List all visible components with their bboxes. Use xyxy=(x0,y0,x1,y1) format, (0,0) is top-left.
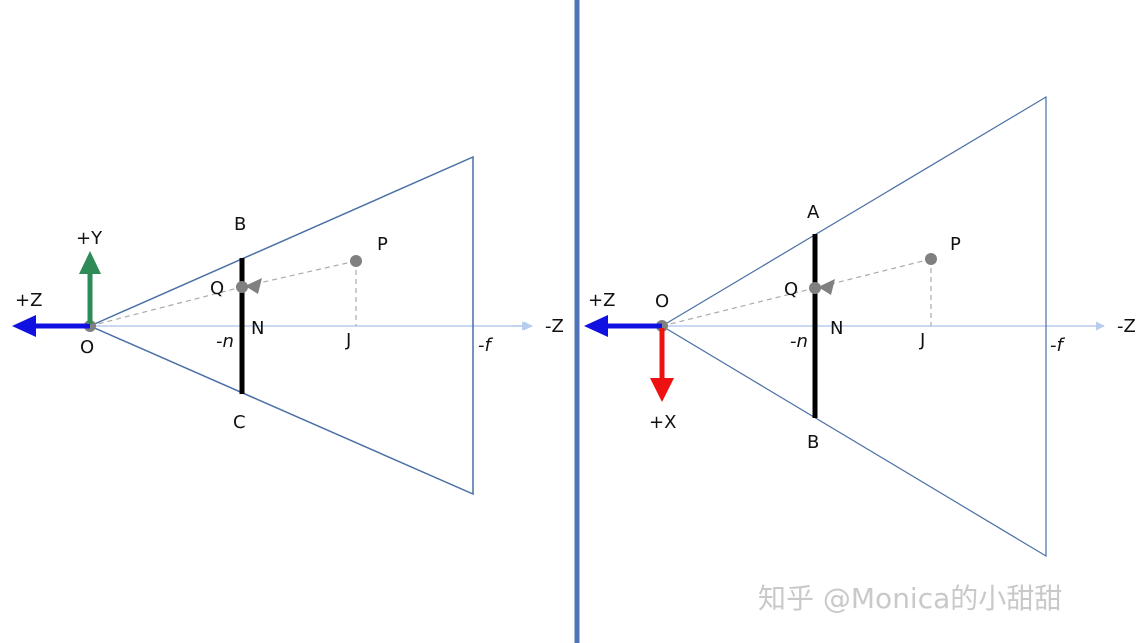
right-panel: +Z O +X A B Q N -n P J -f -Z xyxy=(584,95,1136,558)
right-label-n: N xyxy=(830,318,843,339)
right-label-a: A xyxy=(807,202,820,223)
watermark-text: 知乎 @Monica的小甜甜 xyxy=(758,582,1062,615)
left-label-near: -n xyxy=(216,331,234,352)
right-label-pos-x: +X xyxy=(649,412,676,433)
right-z-arrowhead xyxy=(584,315,608,337)
right-projection-ray-pq xyxy=(818,258,932,288)
left-label-far: -f xyxy=(478,335,493,356)
left-z-arrowhead xyxy=(12,315,36,337)
left-label-pos-z: +Z xyxy=(15,290,42,311)
right-label-p: P xyxy=(950,234,961,255)
left-frustum xyxy=(88,155,474,496)
right-point-q xyxy=(809,282,821,294)
right-label-j: J xyxy=(919,330,925,351)
right-label-near: -n xyxy=(790,331,808,352)
right-label-q: Q xyxy=(784,279,798,300)
left-label-p: P xyxy=(377,234,388,255)
left-label-neg-z: -Z xyxy=(545,316,564,337)
right-x-arrowhead xyxy=(650,378,674,402)
left-projection-ray-pq xyxy=(245,260,357,287)
left-ray-arrowhead xyxy=(245,278,262,294)
right-label-far: -f xyxy=(1050,335,1065,356)
right-label-pos-z: +Z xyxy=(588,290,615,311)
right-label-b: B xyxy=(807,432,819,453)
right-label-origin: O xyxy=(655,291,669,312)
left-label-pos-y: +Y xyxy=(76,228,103,249)
right-frustum xyxy=(660,95,1047,558)
right-point-p xyxy=(925,253,937,265)
left-label-q: Q xyxy=(210,278,224,299)
right-ray-arrowhead xyxy=(818,279,835,295)
left-label-c: C xyxy=(233,412,246,433)
right-label-neg-z: -Z xyxy=(1117,316,1136,337)
left-y-arrowhead xyxy=(79,251,101,274)
left-label-j: J xyxy=(345,330,351,351)
left-label-b: B xyxy=(234,214,246,235)
left-projection-ray xyxy=(89,286,243,327)
left-panel: +Y +Z O B C Q N -n P J -f -Z xyxy=(12,155,564,496)
left-label-n: N xyxy=(251,318,264,339)
left-label-origin: O xyxy=(80,337,94,358)
left-point-q xyxy=(236,281,248,293)
left-point-p xyxy=(350,255,362,267)
